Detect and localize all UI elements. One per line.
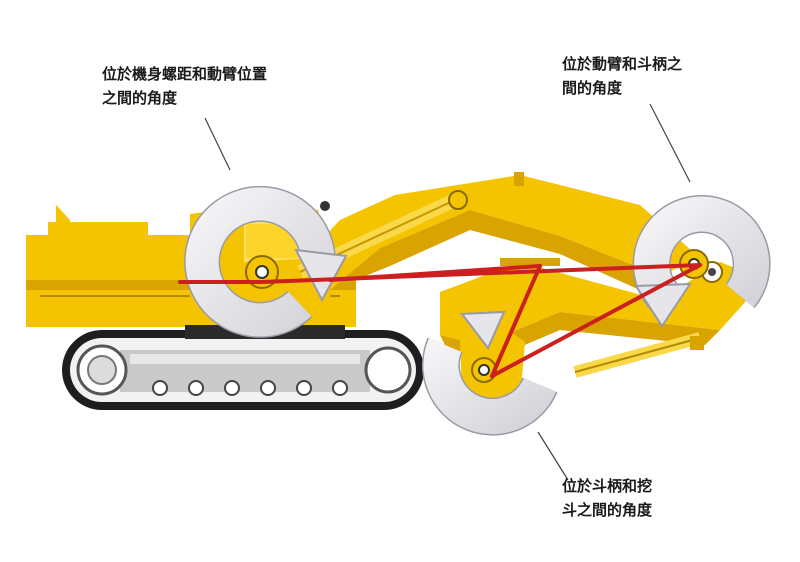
annotation-line: 位於斗柄和挖 [562,477,653,495]
annotation-body-boom-angle: 位於機身螺距和動臂位置 之間的角度 [102,62,267,110]
annotation-line: 之間的角度 [102,89,178,107]
annotation-line: 位於機身螺距和動臂位置 [102,65,268,83]
annotation-boom-arm-angle: 位於動臂和斗柄之 間的角度 [562,52,682,100]
annotation-line: 間的角度 [562,79,623,97]
annotation-arm-bucket-angle: 位於斗柄和挖 斗之間的角度 [562,474,652,522]
rotation-arrow-body-boom [184,185,348,338]
annotation-line: 斗之間的角度 [562,501,653,519]
rotation-arrow-arm-bucket [422,310,558,436]
leader-lines [204,103,691,481]
annotation-line: 位於動臂和斗柄之 [562,55,683,73]
linkage-lines [178,263,702,378]
crawler-track [62,330,424,410]
